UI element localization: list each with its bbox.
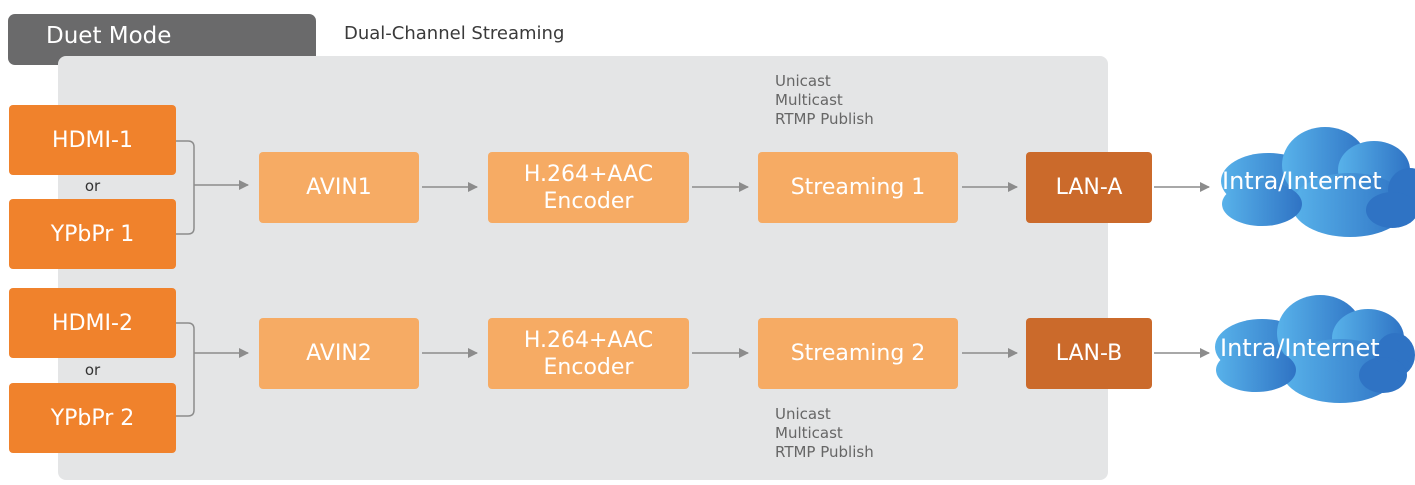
protocol-list-1: Unicast Multicast RTMP Publish <box>775 72 874 129</box>
encoder-2-line2: Encoder <box>543 354 634 380</box>
lan-b-box: LAN-B <box>1026 318 1152 389</box>
cloud-label-2: Intra/Internet <box>1220 334 1380 362</box>
protocol-item: Unicast <box>775 72 831 90</box>
merge-bracket-1 <box>175 140 195 235</box>
cloud-icon-2 <box>1215 295 1415 403</box>
or-label-1: or <box>84 177 101 195</box>
source-ypbpr-1: YPbPr 1 <box>9 199 176 269</box>
or-label-2: or <box>84 361 101 379</box>
streaming-2-box: Streaming 2 <box>758 318 958 389</box>
protocol-item: Multicast <box>775 424 843 442</box>
protocol-item: Multicast <box>775 91 843 109</box>
diagram-subtitle: Dual-Channel Streaming <box>344 23 565 44</box>
encoder-1-line2: Encoder <box>543 188 634 214</box>
protocol-item: RTMP Publish <box>775 443 874 461</box>
protocol-item: Unicast <box>775 405 831 423</box>
source-hdmi-1: HDMI-1 <box>9 105 176 175</box>
streaming-1-box: Streaming 1 <box>758 152 958 223</box>
cloud-label-1: Intra/Internet <box>1222 167 1382 195</box>
source-ypbpr-2: YPbPr 2 <box>9 383 176 453</box>
diagram-panel <box>58 56 1108 480</box>
lan-a-box: LAN-A <box>1026 152 1152 223</box>
merge-bracket-2 <box>175 322 195 417</box>
protocol-list-2: Unicast Multicast RTMP Publish <box>775 405 874 462</box>
avin-1-box: AVIN1 <box>259 152 419 223</box>
cloud-icon-1 <box>1221 127 1415 237</box>
avin-2-box: AVIN2 <box>259 318 419 389</box>
source-hdmi-2: HDMI-2 <box>9 288 176 358</box>
encoder-1-box: H.264+AAC Encoder <box>488 152 689 223</box>
encoder-2-box: H.264+AAC Encoder <box>488 318 689 389</box>
protocol-item: RTMP Publish <box>775 110 874 128</box>
encoder-2-line1: H.264+AAC <box>523 327 654 353</box>
encoder-1-line1: H.264+AAC <box>523 161 654 187</box>
